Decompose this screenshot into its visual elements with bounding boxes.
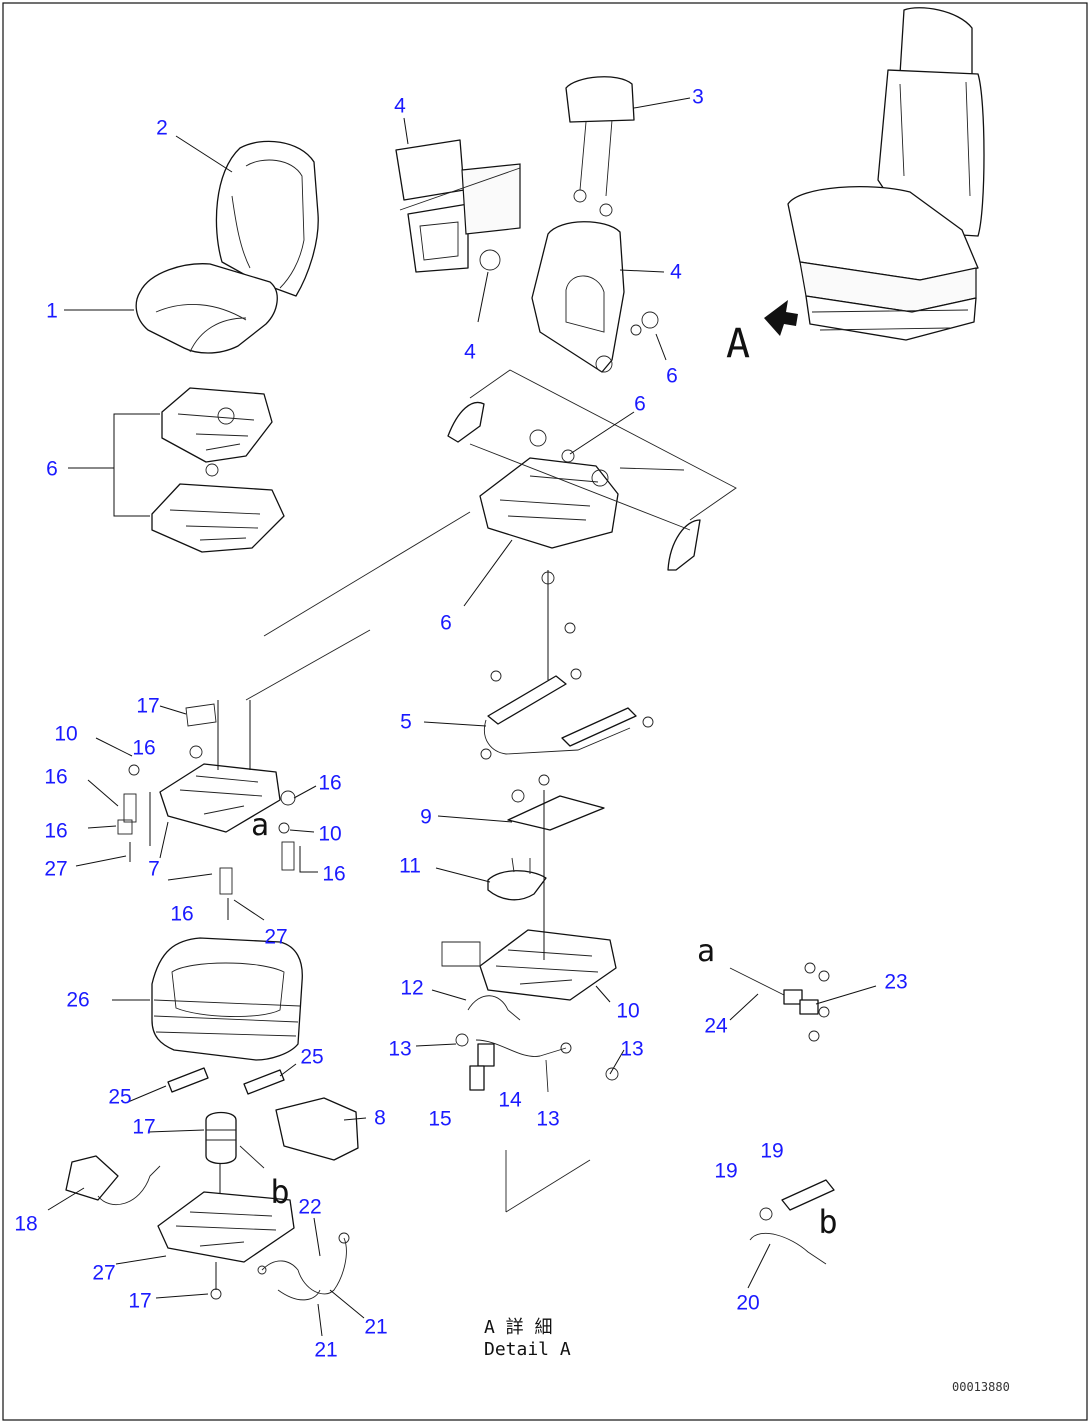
- callout-27-right: 27: [264, 925, 288, 949]
- ref-b-switch: b: [270, 1173, 290, 1211]
- callout-4-cover: 4: [394, 94, 406, 118]
- callout-26: 26: [66, 988, 90, 1012]
- callout-16-left-lower: 16: [44, 819, 68, 843]
- callout-21-bottom: 21: [314, 1338, 338, 1362]
- callout-18: 18: [14, 1212, 38, 1236]
- suspension-base: [157, 1191, 295, 1300]
- callout-16-bottom: 16: [170, 902, 194, 926]
- bottom-harness: [257, 1232, 350, 1301]
- callout-16-right-upper: 16: [318, 771, 342, 795]
- switch-unit: [65, 1155, 161, 1205]
- complete-seat-view: [787, 7, 985, 341]
- callout-6-pivot: 6: [634, 392, 646, 416]
- ref-b-harness: b: [818, 1203, 838, 1241]
- callout-leaders: [47, 97, 877, 1337]
- lever-handle: [487, 857, 547, 901]
- detail-note-jp: A 詳 細: [484, 1317, 553, 1338]
- callout-16-left-upper: 16: [44, 765, 68, 789]
- seat-frame-assembly: [447, 369, 737, 571]
- callout-11: 11: [399, 854, 421, 878]
- ref-a-harness: a: [696, 934, 716, 969]
- callout-10-base: 10: [616, 999, 640, 1023]
- drawing-code: 00013880: [952, 1380, 1010, 1394]
- callout-3: 3: [692, 85, 704, 109]
- callout-5: 5: [400, 710, 412, 734]
- callout-20: 20: [736, 1291, 760, 1315]
- harness-b-assembly: [749, 1179, 835, 1265]
- callout-24: 24: [704, 1014, 728, 1038]
- callout-27-left: 27: [44, 857, 68, 881]
- assembly-line-2: [245, 629, 371, 701]
- callout-17-top: 17: [136, 694, 160, 718]
- ref-a-seat: a: [250, 808, 270, 843]
- callout-13-bottom: 13: [536, 1107, 560, 1131]
- harness-a-assembly: [729, 962, 830, 1042]
- callout-6-pans: 6: [46, 457, 58, 481]
- callout-9: 9: [420, 805, 432, 829]
- callout-6-frame: 6: [440, 611, 452, 635]
- callout-17-middle: 17: [132, 1115, 156, 1139]
- seat-base-frame: [441, 790, 617, 1001]
- callout-16-top: 16: [132, 736, 156, 760]
- callout-7: 7: [148, 857, 160, 881]
- callout-12: 12: [400, 976, 424, 1000]
- springs-and-actuator: [167, 1067, 359, 1230]
- wire-harness: [455, 995, 619, 1093]
- callout-19-right: 19: [760, 1139, 784, 1163]
- callout-22: 22: [298, 1195, 322, 1219]
- callout-19-left: 19: [714, 1159, 738, 1183]
- callout-25-right: 25: [300, 1045, 324, 1069]
- callout-27-bottom: 27: [92, 1261, 116, 1285]
- callout-21-right: 21: [364, 1315, 388, 1339]
- callout-1: 1: [46, 299, 58, 323]
- seat-cushion-and-back: [135, 140, 319, 354]
- cover-plate: [507, 774, 605, 831]
- callout-4-plate: 4: [464, 340, 476, 364]
- suspension-upper-plate: [117, 700, 296, 920]
- view-arrow: [764, 300, 798, 336]
- callout-16-right-lower: 16: [322, 862, 346, 886]
- view-letter-a: A: [725, 321, 751, 367]
- callout-6-bracket: 6: [666, 364, 678, 388]
- detail-note-en: Detail A: [484, 1339, 571, 1360]
- callout-13-right: 13: [620, 1037, 644, 1061]
- detail-a-bracket: [505, 1150, 591, 1213]
- assembly-line-1: [263, 511, 471, 637]
- callout-17-bottom: 17: [128, 1289, 152, 1313]
- callout-25-left: 25: [108, 1085, 132, 1109]
- back-frame: [531, 221, 659, 373]
- callout-4-frame: 4: [670, 260, 682, 284]
- seat-pan-upper: [161, 387, 273, 463]
- callout-23: 23: [884, 970, 908, 994]
- seat-pan-lower: [151, 463, 285, 553]
- suspension-cover: [151, 937, 303, 1061]
- callout-14: 14: [498, 1088, 522, 1112]
- back-plate-cover: [395, 139, 521, 273]
- callout-2: 2: [156, 116, 168, 140]
- slide-rails: [480, 570, 654, 760]
- headrest: [565, 76, 635, 217]
- callout-13-left: 13: [388, 1037, 412, 1061]
- callout-8: 8: [374, 1106, 386, 1130]
- callout-10-side: 10: [318, 822, 342, 846]
- callout-10-upper: 10: [54, 722, 78, 746]
- callout-15: 15: [428, 1107, 452, 1131]
